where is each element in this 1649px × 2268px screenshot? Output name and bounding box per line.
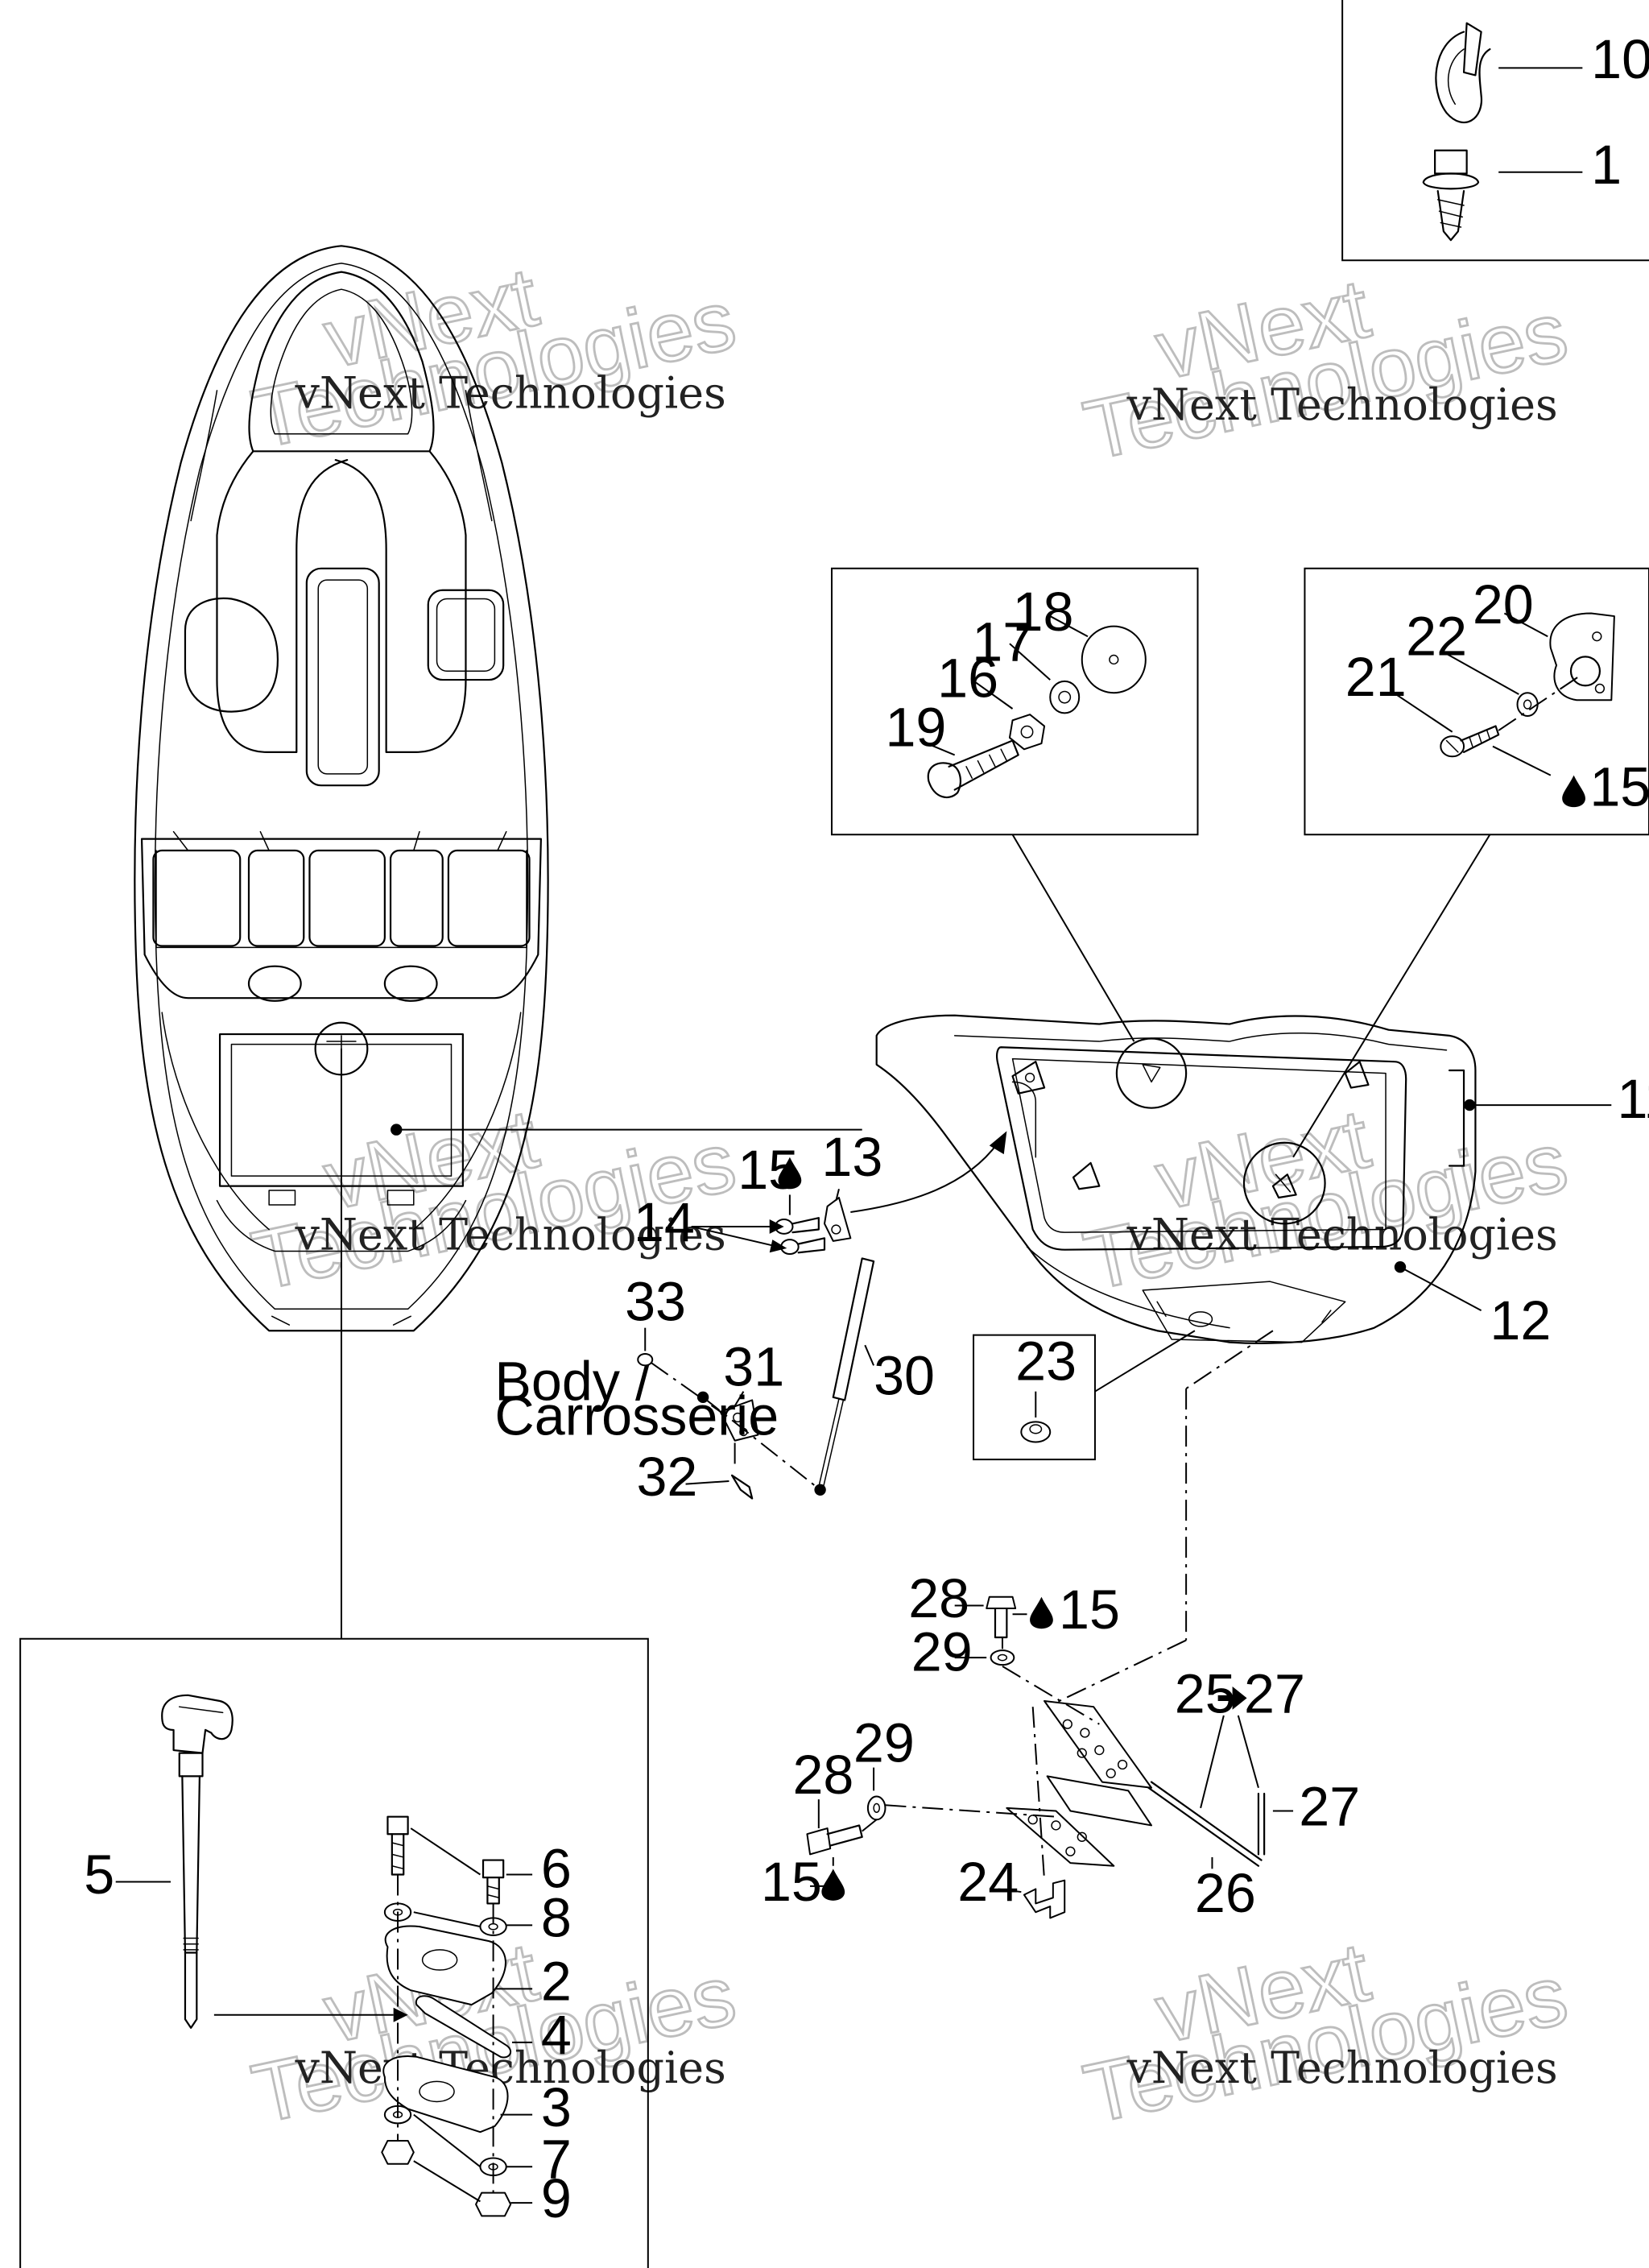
striker-inset-box: 21 22 20 15 xyxy=(1304,569,1649,834)
callout-12: 12 xyxy=(1490,1290,1551,1351)
callout-15b: 15 xyxy=(761,1852,822,1913)
hex-bolt-drawing xyxy=(807,1825,862,1854)
svg-text:vNext Technologies: vNext Technologies xyxy=(294,367,725,418)
latch-assembly-inset-box: 5 xyxy=(20,1639,648,2268)
watermark: Technologies vNext vNext Technologies xyxy=(1076,1924,1577,2142)
drop-icon xyxy=(1562,775,1585,808)
callout-29: 29 xyxy=(911,1621,973,1682)
callout-29b: 29 xyxy=(853,1712,915,1773)
callout-9: 9 xyxy=(541,2168,572,2229)
callout-18: 18 xyxy=(1013,581,1074,643)
grommet-inset-box: 23 xyxy=(973,1331,1095,1459)
callout-28: 28 xyxy=(908,1568,969,1629)
sealant-ref-label: 15 xyxy=(1589,756,1649,817)
hex-bolt-drawing xyxy=(986,1597,1015,1637)
callout-8: 8 xyxy=(541,1888,572,1949)
watermark: Technologies vNext vNext Technologies xyxy=(244,249,745,467)
callout-28b: 28 xyxy=(792,1744,853,1806)
callout-27: 27 xyxy=(1299,1776,1360,1837)
callout-32: 32 xyxy=(636,1446,697,1508)
fastener-inset-box: 10 1 xyxy=(1342,0,1649,260)
callout-6: 6 xyxy=(541,1839,572,1900)
screw-drawing xyxy=(483,1860,503,1904)
callout-19: 19 xyxy=(885,697,946,759)
callout-10: 10 xyxy=(1591,29,1649,90)
callout-33: 33 xyxy=(625,1272,686,1333)
callout-23: 23 xyxy=(1015,1331,1077,1392)
body-note-line2: Carrosserie xyxy=(494,1386,779,1447)
callout-2: 2 xyxy=(541,1951,572,2013)
carriage-bolt-drawing xyxy=(928,741,1019,798)
callout-4: 4 xyxy=(541,2005,572,2066)
svg-text:vNext Technologies: vNext Technologies xyxy=(1126,379,1557,430)
callout-3: 3 xyxy=(541,2077,572,2138)
callout-25: 25 xyxy=(1175,1663,1236,1724)
callout-31: 31 xyxy=(723,1336,784,1397)
callout-25-target: 27 xyxy=(1244,1663,1305,1724)
callout-22: 22 xyxy=(1406,606,1467,668)
t-handle-rod-drawing xyxy=(162,1695,233,2028)
bumper-stop-inset-box: 19 16 17 18 xyxy=(832,569,1198,834)
callout-13: 13 xyxy=(821,1127,882,1188)
callout-1: 1 xyxy=(1591,135,1622,196)
watermark: Technologies vNext vNext Technologies xyxy=(1076,261,1577,479)
callout-30: 30 xyxy=(874,1345,935,1406)
callout-7: 7 xyxy=(541,2129,572,2191)
svg-text:vNext Technologies: vNext Technologies xyxy=(1126,1210,1557,1260)
sealant-ref-15: 15 xyxy=(1059,1579,1120,1641)
svg-text:vNext Technologies: vNext Technologies xyxy=(1126,2042,1557,2093)
callout-11: 11 xyxy=(1617,1069,1649,1130)
callout-14: 14 xyxy=(634,1192,695,1253)
drop-icon xyxy=(1030,1596,1053,1629)
callout-17: 17 xyxy=(972,612,1033,673)
drop-icon xyxy=(778,1157,802,1190)
callout-24: 24 xyxy=(957,1852,1019,1913)
callout-21: 21 xyxy=(1345,647,1407,708)
callout-16: 16 xyxy=(937,648,998,710)
sealant-callout: 15 xyxy=(1562,756,1649,817)
gas-strut-group: 14 15 13 30 31 Body / Carrosserie 33 32 xyxy=(494,1127,1007,1508)
drop-icon xyxy=(821,1869,845,1901)
body-note-line1: Body / xyxy=(494,1351,651,1412)
watermark: Technologies vNext vNext Technologies xyxy=(244,1091,745,1310)
cable-tie-drawing xyxy=(1436,23,1490,122)
screw-drawing xyxy=(781,1238,824,1254)
latch-striker-drawing xyxy=(1550,613,1614,700)
storage-cover-drawing xyxy=(877,1016,1476,1343)
screw-drawing xyxy=(387,1817,407,1875)
hinge-group: 28 15 29 29 28 15 26 xyxy=(761,1568,1360,1924)
tapping-screw-drawing xyxy=(1424,151,1478,240)
callout-26: 26 xyxy=(1195,1863,1256,1924)
callout-5: 5 xyxy=(84,1844,114,1906)
callout-20: 20 xyxy=(1473,574,1534,635)
pan-screw-drawing xyxy=(1440,726,1498,757)
